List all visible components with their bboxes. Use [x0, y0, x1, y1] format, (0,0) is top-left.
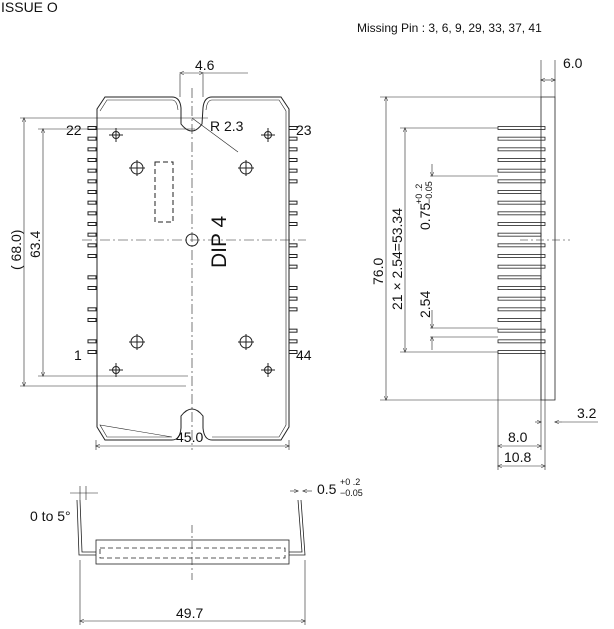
pin-44 — [288, 350, 298, 354]
pin-side-19 — [497, 158, 546, 162]
hole-pitch-dim: 63.4 — [27, 231, 43, 258]
left-pins — [87, 126, 97, 354]
pin-side-1 — [497, 350, 546, 354]
overall-width-dim: 49.7 — [176, 605, 203, 621]
pin-width-dim: 0.75 — [417, 203, 433, 230]
length-dim: 76.0 — [370, 258, 386, 285]
side-view — [380, 60, 598, 470]
lead-tol-lower: −0.05 — [340, 488, 363, 498]
pin-25 — [288, 147, 298, 152]
pin-40 — [288, 307, 298, 312]
pin-35 — [288, 254, 298, 258]
pin-18 — [87, 168, 97, 173]
pin-side-11 — [497, 243, 546, 248]
pin-22 — [87, 126, 97, 130]
pin-side-14 — [497, 211, 546, 216]
pin-22-label: 22 — [66, 122, 82, 138]
pin-length-dim: 8.0 — [508, 429, 528, 445]
pin-width-tol-lower: −0.05 — [424, 181, 434, 204]
pin-20 — [87, 147, 97, 152]
pin-32 — [288, 222, 298, 226]
pin-36 — [288, 264, 298, 269]
pin-side-9 — [497, 264, 546, 269]
pin-side-15 — [497, 200, 546, 205]
slot-width-dim: 4.6 — [195, 57, 215, 73]
pin-side-18 — [497, 168, 546, 173]
side-pins — [497, 126, 546, 354]
pin-side-16 — [497, 190, 542, 194]
pin-span-dim: 21 × 2.54=53.34 — [389, 208, 405, 310]
pin-side-10 — [497, 254, 546, 258]
pin-28 — [288, 179, 298, 184]
pin-39 — [288, 296, 298, 301]
depth-dim: 6.0 — [563, 55, 583, 71]
pin-5 — [87, 307, 97, 312]
pin-38 — [288, 286, 298, 290]
pin-23 — [288, 126, 298, 130]
pin-side-21 — [497, 136, 546, 141]
pin-24 — [288, 136, 298, 141]
pin-side-2 — [497, 339, 546, 344]
body-outline — [96, 96, 290, 441]
pin-8 — [87, 275, 97, 280]
pin-19 — [87, 158, 97, 162]
issue-label: ISSUE O — [1, 0, 58, 15]
lead-thickness-dim: 0.5 — [317, 481, 337, 497]
pin-side-7 — [497, 286, 546, 290]
lead-tol-upper: +0 .2 — [340, 477, 360, 487]
pin-44-label: 44 — [296, 347, 312, 363]
pin-30 — [288, 200, 298, 205]
pin-side-5 — [497, 307, 546, 312]
right-pins — [288, 126, 298, 354]
pin-offset-dim: 3.2 — [577, 405, 597, 421]
missing-pins-note: Missing Pin : 3, 6, 9, 29, 33, 37, 41 — [357, 21, 542, 35]
pin-14 — [87, 211, 97, 216]
bottom-view — [70, 486, 312, 625]
pin-26 — [288, 158, 298, 162]
overall-height-dim: ( 68.0) — [8, 230, 24, 270]
pin-43 — [288, 339, 298, 344]
pin-1 — [87, 350, 97, 354]
mounting-holes — [109, 128, 275, 377]
pin-side-4 — [497, 318, 542, 322]
pitch-dim: 2.54 — [417, 291, 433, 318]
pin-2 — [87, 339, 97, 344]
pin-34 — [288, 243, 298, 248]
pin-10 — [87, 254, 97, 258]
radius-dim: R 2.3 — [210, 118, 244, 134]
pin-1-label: 1 — [74, 347, 82, 363]
pin-side-8 — [497, 275, 542, 280]
pin-side-3 — [497, 328, 546, 333]
pin-15 — [87, 200, 97, 205]
pin-4 — [87, 318, 97, 322]
package-label: DIP 4 — [208, 216, 231, 268]
pin-width-tol-upper: +0 .2 — [414, 184, 424, 204]
pin-side-13 — [497, 222, 546, 226]
pin-21 — [87, 136, 97, 141]
pin-total-dim: 10.8 — [504, 449, 531, 465]
width-dim: 45.0 — [176, 429, 203, 445]
pin-16 — [87, 190, 97, 194]
pin-12 — [87, 232, 97, 237]
pin-13 — [87, 222, 97, 226]
front-view — [20, 73, 306, 450]
pin-42 — [288, 328, 298, 333]
pin-31 — [288, 211, 298, 216]
pin-side-22 — [497, 126, 546, 130]
pin-27 — [288, 168, 298, 173]
pin-side-20 — [497, 147, 546, 152]
pin-7 — [87, 286, 97, 290]
lead-angle-dim: 0 to 5° — [30, 508, 71, 524]
pin-side-17 — [497, 179, 546, 184]
pin-17 — [87, 179, 97, 184]
pin-23-label: 23 — [296, 122, 312, 138]
pin-side-6 — [497, 296, 546, 301]
pin-side-12 — [497, 232, 542, 237]
pin-11 — [87, 243, 97, 248]
